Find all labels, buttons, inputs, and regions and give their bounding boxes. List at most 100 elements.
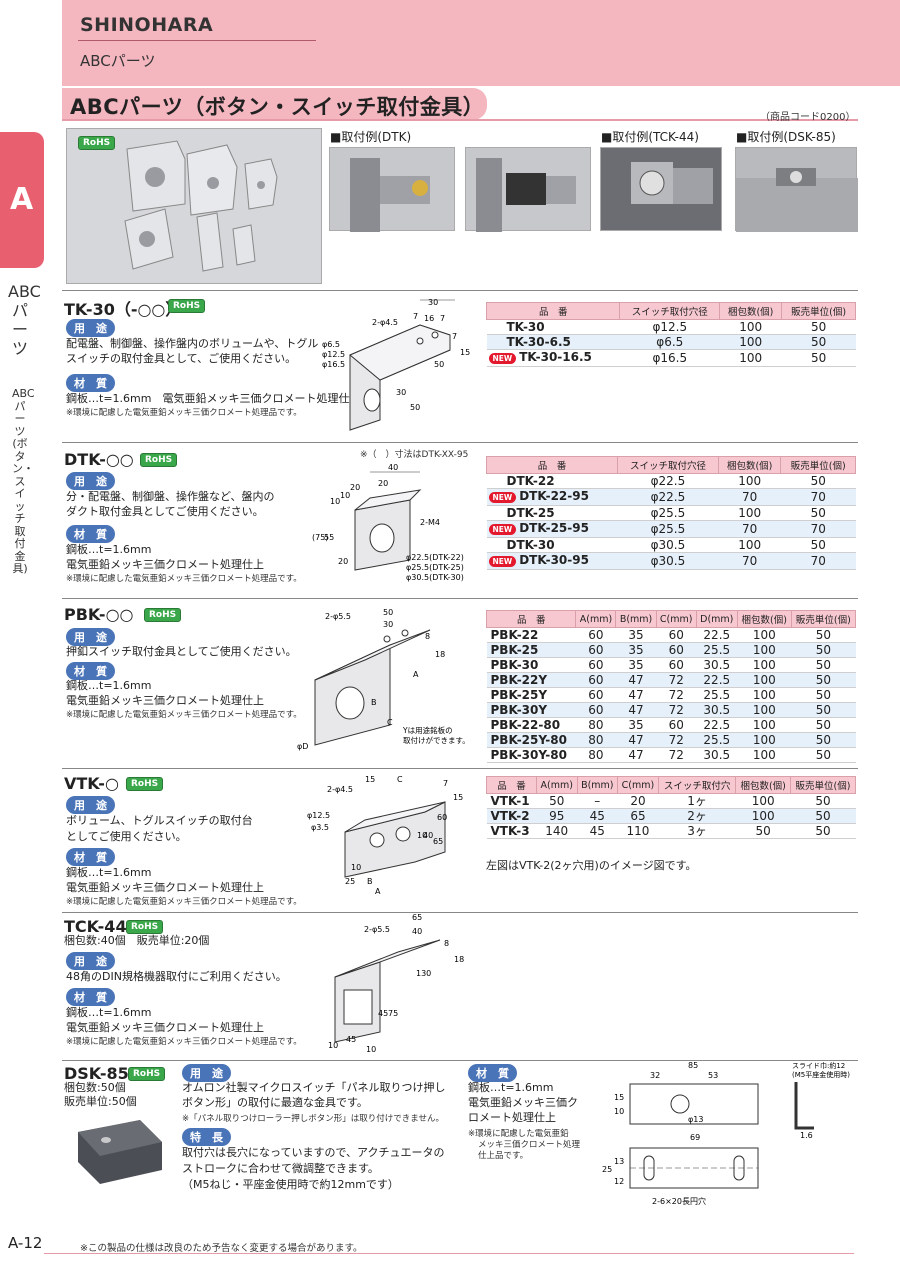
cell: 50 xyxy=(536,793,577,809)
cell: 60 xyxy=(575,657,616,673)
cell-part-no: PBK-25 xyxy=(486,642,576,658)
vtk-dim-6: φ12.5 xyxy=(307,811,330,820)
dtk-use-badge: 用 途 xyxy=(66,472,115,490)
cell: 50 xyxy=(790,823,856,839)
side-index-tab[interactable] xyxy=(0,132,44,268)
pbk-dim-4: 8 xyxy=(425,632,430,641)
cell: 100 xyxy=(718,537,781,553)
vtk-material-2: 電気亜鉛メッキ三価クロメート処理仕上 xyxy=(66,881,264,894)
dsk-feature-1: 取付穴は長穴になっていますので、アクチュエータの xyxy=(182,1146,445,1159)
cell: 50 xyxy=(781,334,856,350)
tck-dim-6: 130 xyxy=(416,969,431,978)
bracket-photo-illustration xyxy=(124,140,278,272)
tck-dim-10: 45 xyxy=(346,1035,356,1044)
vtk-rohs-badge: RoHS xyxy=(126,777,164,791)
cell: 50 xyxy=(780,505,856,521)
cell: 22.5 xyxy=(696,717,738,733)
col-header: 品 番 xyxy=(485,302,621,320)
table-header-row: 品 番 スイッチ取付穴径 梱包数(個) 販売単位(個) xyxy=(485,302,856,320)
header-margin xyxy=(0,0,62,86)
part-no-text: DTK-25-95 xyxy=(519,521,589,535)
photo-dtk-2 xyxy=(465,147,591,232)
cell: 60 xyxy=(575,627,616,643)
pbk-dim-5: 18 xyxy=(435,650,445,659)
col-header: B(mm) xyxy=(615,610,657,628)
new-badge: NEW xyxy=(488,524,517,535)
cell: 95 xyxy=(536,808,577,824)
dtk-dim-4: 10 xyxy=(340,491,350,500)
cell: 50 xyxy=(791,732,856,748)
col-header: 梱包数(個) xyxy=(736,610,792,628)
cell: 100 xyxy=(737,747,792,763)
title-bar xyxy=(62,88,487,120)
cell: 70 xyxy=(718,488,781,506)
cell: 100 xyxy=(718,505,781,521)
tck-dim-11: 10 xyxy=(366,1045,376,1054)
vtk-dim-10: 40 xyxy=(423,831,433,840)
col-header: スイッチ取付穴径 xyxy=(619,302,721,320)
cell: φ25.5 xyxy=(617,520,719,538)
tk-dim-10: φ16.5 xyxy=(322,360,345,369)
tck-material-badge: 材 質 xyxy=(66,988,115,1006)
cell: φ6.5 xyxy=(619,334,720,350)
vtk-drawing: 15 C 2-φ4.5 7 15 φ12.5 φ3.5 60 65 40 10 … xyxy=(307,775,463,896)
cell: 100 xyxy=(737,642,792,658)
cell: 100 xyxy=(718,473,781,489)
cell: 80 xyxy=(575,732,616,748)
section-divider xyxy=(62,598,858,599)
col-header: 品 番 xyxy=(485,456,619,474)
cell: 100 xyxy=(737,627,792,643)
cell-part-no: VTK-3 xyxy=(486,823,537,839)
new-badge: NEW xyxy=(488,353,517,364)
tck-eco-note: ※環境に配慮した電気亜鉛メッキ三価クロメート処理品です。 xyxy=(66,1037,302,1047)
cell: 35 xyxy=(615,717,657,733)
cell: 25.5 xyxy=(696,732,738,748)
footer-divider xyxy=(44,1253,854,1254)
section-divider xyxy=(62,290,858,291)
cell: 50 xyxy=(791,627,856,643)
dtk-material-badge: 材 質 xyxy=(66,525,115,543)
dsk-dim-13: (M5平座金使用時) xyxy=(792,1070,850,1079)
col-header: 販売単位(個) xyxy=(781,302,856,320)
dtk-dim-8: 20 xyxy=(338,557,348,566)
cell: 100 xyxy=(737,717,792,733)
cell: 2ヶ xyxy=(658,808,736,824)
vtk-material-1: 鋼板…t=1.6mm xyxy=(66,866,152,879)
dsk-dim-1: 85 xyxy=(688,1061,698,1070)
cell: 60 xyxy=(575,687,616,703)
table-header-row: 品 番 A(mm) B(mm) C(mm) D(mm) 梱包数(個) 販売単位(… xyxy=(485,610,857,628)
dsk-dim-5: 10 xyxy=(614,1107,624,1116)
cell-part-no: PBK-22 xyxy=(486,627,576,643)
cell: φ30.5 xyxy=(617,552,719,570)
cell: 22.5 xyxy=(696,627,738,643)
cell-part-no: DTK-25 xyxy=(486,505,618,521)
photo-dsk xyxy=(735,147,858,232)
cell-part-no: PBK-30Y xyxy=(486,702,576,718)
cell: 100 xyxy=(735,793,791,809)
tck-dim-4: 8 xyxy=(444,939,449,948)
cell: 47 xyxy=(615,702,657,718)
dsk-dim-3: 53 xyxy=(708,1071,718,1080)
cell: 35 xyxy=(615,657,657,673)
table-header-row: 品 番 スイッチ取付穴径 梱包数(個) 販売単位(個) xyxy=(485,456,856,474)
section-divider xyxy=(62,442,858,443)
cell-part-no: PBK-30 xyxy=(486,657,576,673)
dtk-title: DTK-○○ xyxy=(64,450,134,469)
brand-name: SHINOHARA xyxy=(80,14,214,36)
tck-rohs-badge: RoHS xyxy=(126,920,164,934)
tck-material-1: 鋼板…t=1.6mm xyxy=(66,1006,152,1019)
tk-use-badge: 用 途 xyxy=(66,319,115,337)
pbk-dim-1: 50 xyxy=(383,608,393,617)
cell: 100 xyxy=(737,687,792,703)
rohs-badge: RoHS xyxy=(78,136,116,150)
vtk-spec-table: 品 番 A(mm) B(mm) C(mm) スイッチ取付穴 梱包数(個) 販売単… xyxy=(486,776,856,839)
vtk-dim-4: 7 xyxy=(443,779,448,788)
dsk-dim-7: 69 xyxy=(690,1133,700,1142)
cell: 72 xyxy=(656,672,697,688)
